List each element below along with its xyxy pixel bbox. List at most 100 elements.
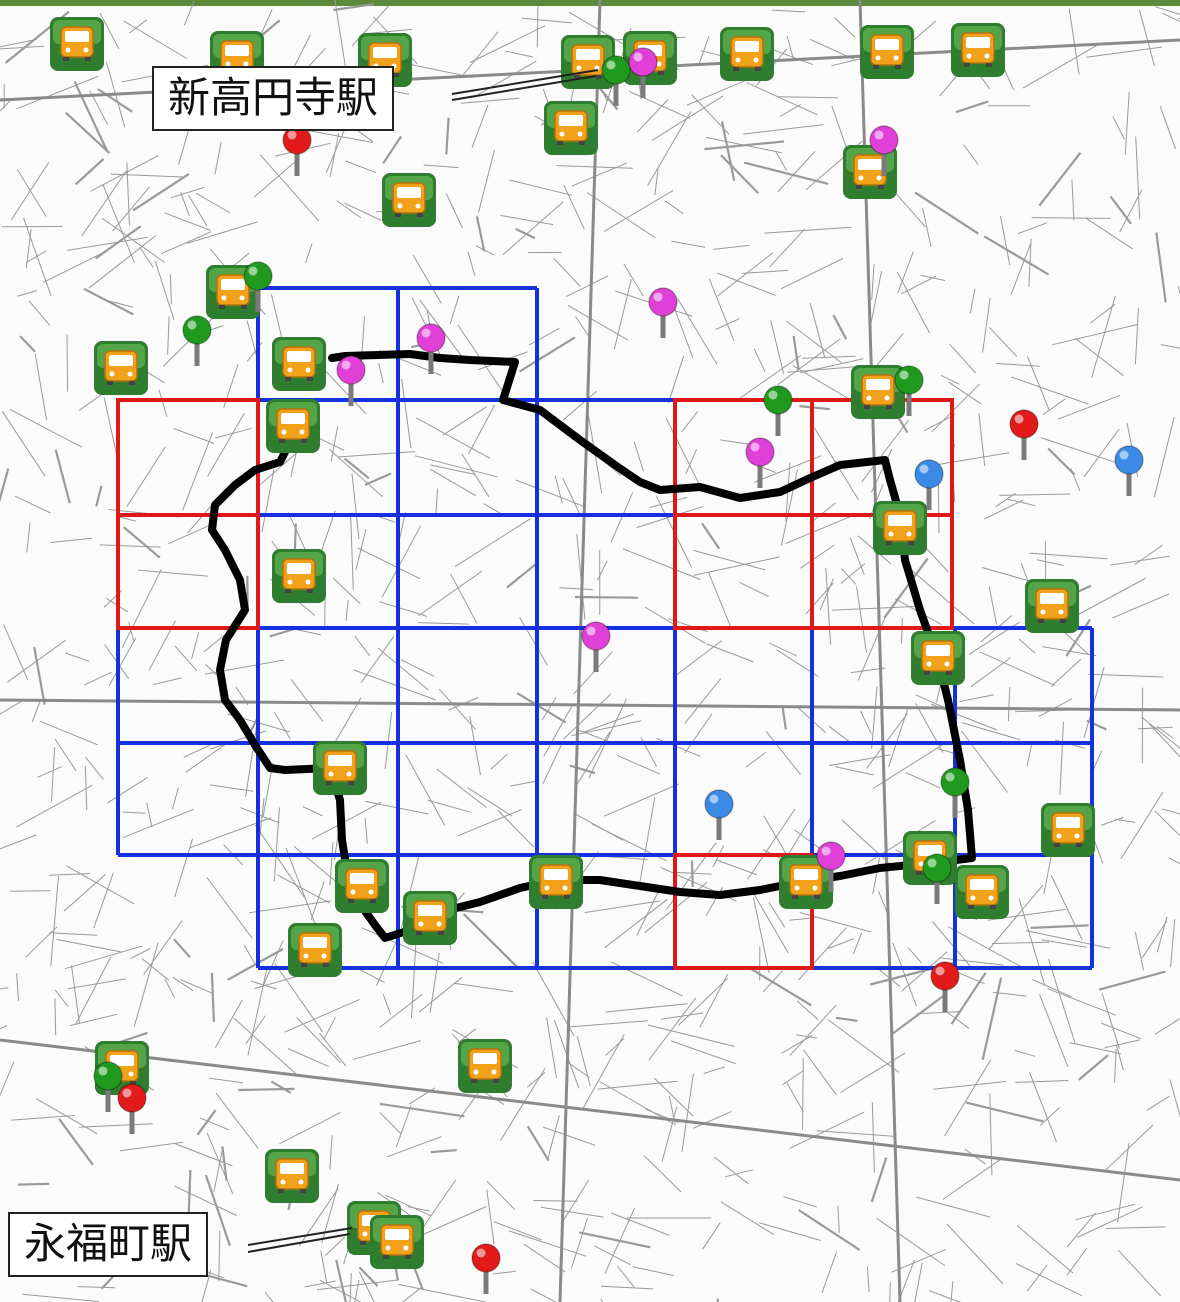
street-segment xyxy=(284,998,360,1033)
street-segment xyxy=(14,495,51,514)
street-segment xyxy=(1091,295,1116,379)
street-segment xyxy=(290,679,324,722)
street-segment xyxy=(471,104,489,148)
street-segment xyxy=(16,75,99,110)
street-segment xyxy=(1014,1049,1036,1057)
street-segment xyxy=(946,1223,1004,1285)
street-segment xyxy=(530,1288,557,1302)
street-segment xyxy=(264,1291,274,1302)
map-pin-icon xyxy=(336,355,366,406)
street-segment xyxy=(575,813,624,841)
bus-stop-icon xyxy=(544,101,598,155)
street-segment xyxy=(743,161,829,185)
map-pin-icon xyxy=(93,1061,123,1112)
street-segment xyxy=(803,1049,837,1095)
street-segment xyxy=(173,428,215,444)
bus-stop-icon xyxy=(94,341,148,395)
street-segment xyxy=(170,186,205,199)
street-segment xyxy=(1169,1079,1180,1118)
street-segment xyxy=(64,945,143,970)
street-segment xyxy=(304,1280,336,1288)
street-segment xyxy=(130,948,151,959)
street-segment xyxy=(328,448,383,497)
street-segment xyxy=(209,784,254,792)
street-segment xyxy=(1039,1107,1061,1126)
street-segment xyxy=(1134,931,1145,971)
street-segment xyxy=(597,1080,678,1090)
street-segment xyxy=(762,970,783,993)
street-segment xyxy=(158,389,168,417)
street-segment xyxy=(1159,105,1177,150)
bus-stop-icon xyxy=(288,923,342,977)
street-segment xyxy=(616,1265,635,1288)
street-segment xyxy=(1015,1263,1083,1297)
street-segment xyxy=(0,698,26,715)
street-segment xyxy=(783,1196,817,1208)
street-segment xyxy=(578,1231,651,1249)
street-segment xyxy=(412,254,442,304)
street-segment xyxy=(336,200,362,219)
street-segment xyxy=(1092,750,1103,770)
street-segment xyxy=(129,19,148,34)
street-segment xyxy=(969,288,976,314)
street-segment xyxy=(167,316,170,355)
street-segment xyxy=(259,451,299,486)
street-segment xyxy=(870,1157,888,1203)
street-segment xyxy=(344,202,382,221)
street-segment xyxy=(667,355,685,404)
street-segment xyxy=(703,1066,726,1074)
street-segment xyxy=(311,801,382,840)
street-segment xyxy=(83,287,134,316)
street-segment xyxy=(643,1155,682,1193)
street-segment xyxy=(445,193,463,228)
street-segment xyxy=(1029,1072,1058,1143)
street-segment xyxy=(71,965,80,1024)
street-segment xyxy=(857,613,888,681)
street-segment xyxy=(940,374,960,385)
street-segment xyxy=(23,217,52,297)
street-segment xyxy=(819,578,834,610)
map-pin-icon xyxy=(182,315,212,366)
street-segment xyxy=(999,493,1071,496)
street-segment xyxy=(768,902,786,928)
street-segment xyxy=(605,1003,688,1013)
street-segment xyxy=(445,117,450,155)
street-segment xyxy=(430,1149,457,1154)
street-segment xyxy=(702,1222,721,1250)
street-segment xyxy=(106,776,148,804)
street-segment xyxy=(1074,337,1124,377)
street-segment xyxy=(141,958,170,981)
street-segment xyxy=(601,1285,654,1290)
street-segment xyxy=(891,1248,947,1273)
street-segment xyxy=(1030,924,1089,929)
street-segment xyxy=(173,938,191,958)
street-segment xyxy=(1057,394,1121,420)
street-segment xyxy=(907,947,922,964)
street-segment xyxy=(955,100,989,114)
street-segment xyxy=(168,524,210,545)
street-segment xyxy=(146,802,153,828)
street-segment xyxy=(995,363,1040,367)
street-segment xyxy=(1066,1247,1088,1276)
street-segment xyxy=(764,226,852,234)
street-segment xyxy=(99,12,120,50)
street-segment xyxy=(523,1243,566,1273)
street-segment xyxy=(357,547,421,580)
street-segment xyxy=(992,991,1027,997)
street-segment xyxy=(720,439,749,445)
street-segment xyxy=(1101,993,1120,1049)
street-segment xyxy=(737,355,802,400)
street-segment xyxy=(85,756,104,781)
street-segment xyxy=(122,808,194,839)
street-segment xyxy=(686,76,755,106)
street-segment xyxy=(1100,817,1124,826)
street-segment xyxy=(122,526,161,559)
street-segment xyxy=(825,567,831,645)
street-segment xyxy=(343,457,370,480)
street-segment xyxy=(834,17,856,38)
street-segment xyxy=(263,940,284,985)
street-segment xyxy=(559,587,593,591)
street-segment xyxy=(25,229,32,269)
street-segment xyxy=(515,227,536,240)
